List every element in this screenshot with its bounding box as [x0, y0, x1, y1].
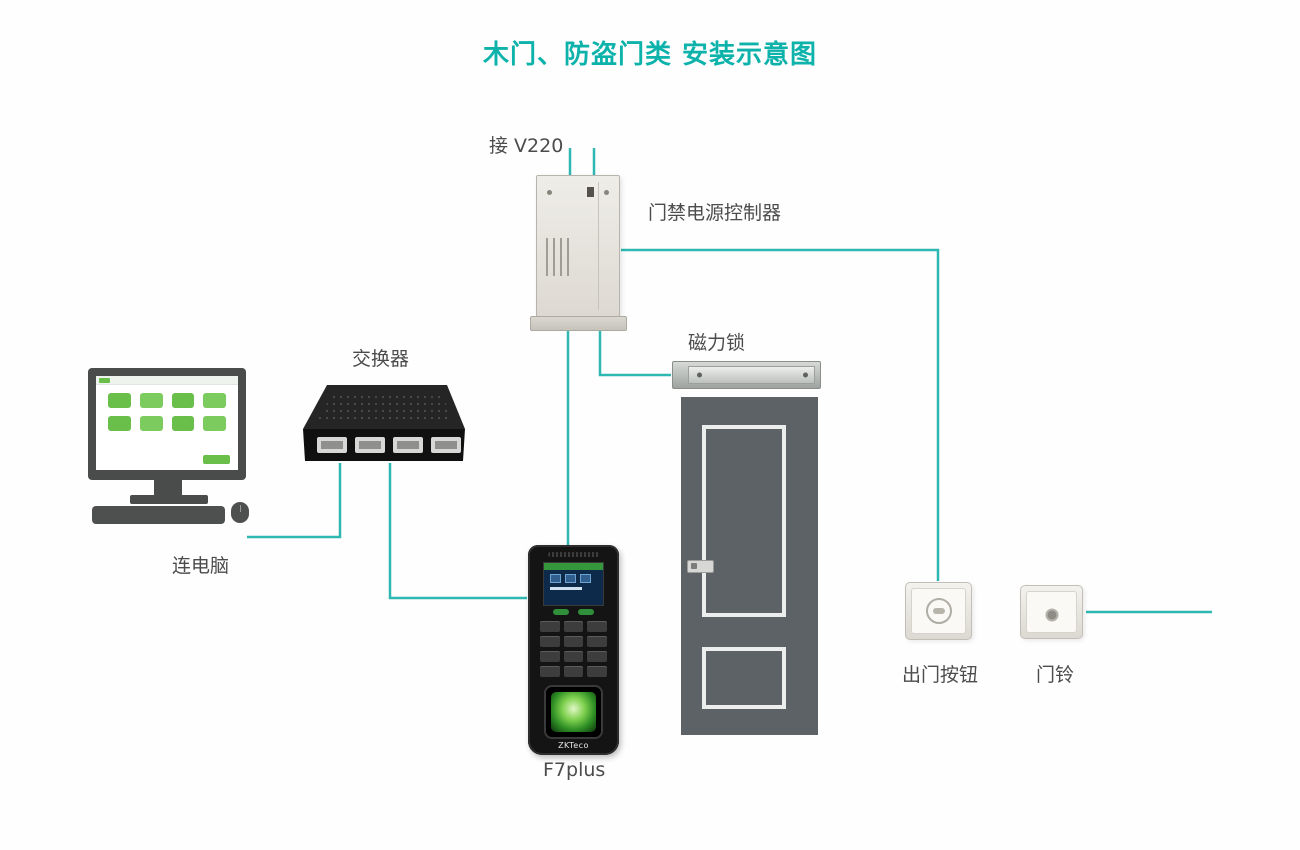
reader-keypad: [540, 621, 607, 677]
network-switch-device: [303, 385, 465, 461]
software-titlebar: [96, 376, 238, 385]
door-lower-panel: [702, 647, 786, 709]
wire-switch-to-reader: [388, 463, 527, 600]
switch-vent-dots-icon: [314, 391, 454, 424]
maglock-label: 磁力锁: [688, 332, 746, 354]
keypad-key: [587, 651, 607, 662]
app-icon: [203, 416, 226, 431]
door-upper-panel: [702, 425, 786, 617]
diagram-title: 木门、防盗门类 安装示意图: [482, 40, 818, 70]
fingerprint-scanner-icon: [544, 685, 603, 739]
software-button: [203, 455, 230, 464]
app-icon: [139, 393, 163, 408]
doorbell-label: 门铃: [1036, 664, 1075, 686]
reader-device: ZKTeco: [528, 545, 619, 755]
door: [681, 397, 818, 735]
app-icon: [171, 416, 195, 431]
keypad-key: [563, 636, 584, 647]
exit-button-push-icon: [932, 608, 945, 614]
software-screen: [96, 376, 238, 470]
function-key: [578, 609, 594, 615]
wire-computer-to-switch: [247, 463, 342, 539]
exit-button-circle-icon: [925, 598, 952, 624]
keypad-key: [540, 666, 560, 677]
doorbell-plate: [1026, 591, 1077, 633]
app-icon: [108, 416, 131, 431]
exit-button-label: 出门按钮: [902, 664, 979, 686]
app-icon: [171, 393, 195, 408]
keypad-key: [563, 651, 584, 662]
monitor-base: [130, 495, 208, 504]
reader-screen: [543, 562, 604, 606]
keypad-key: [563, 621, 584, 632]
mouse: [231, 502, 249, 523]
reader-screen-textline: [550, 587, 582, 590]
reader-screen-statusbar: [544, 563, 603, 570]
keypad-key: [587, 636, 607, 647]
keypad-key: [563, 666, 584, 677]
doorbell-button-icon: [1045, 608, 1058, 622]
keypad-key: [540, 636, 560, 647]
keypad-key: [587, 621, 607, 632]
reader-brand-logo: ZKTeco: [558, 741, 589, 750]
keypad-key: [540, 621, 560, 632]
computer-label: 连电脑: [172, 555, 230, 577]
keyboard: [92, 506, 225, 524]
exit-button-device: [905, 582, 972, 640]
keypad-key: [540, 651, 560, 662]
keypad-key: [587, 666, 607, 677]
app-icon: [203, 393, 226, 408]
wire-power-to-maglock: [598, 331, 671, 377]
power-controller-base: [530, 316, 627, 331]
screw-icon: [697, 372, 702, 378]
vent-slits-icon: [546, 238, 569, 276]
app-icon: [139, 416, 163, 431]
software-icon-grid: [96, 385, 238, 435]
maglock-armature-plate: [688, 366, 815, 384]
monitor: [88, 368, 246, 480]
power-controller-label: 门禁电源控制器: [648, 202, 782, 224]
reader-label: F7plus: [543, 759, 606, 781]
switch-label: 交换器: [352, 348, 410, 370]
maglock-device: [672, 361, 821, 389]
doorbell-device: [1020, 585, 1083, 639]
exit-button-plate: [911, 588, 966, 634]
screen-icon: [550, 574, 561, 583]
screw-icon: [604, 190, 609, 195]
screw-icon: [803, 372, 808, 378]
power-input-label: 接 V220: [489, 135, 564, 157]
fingerprint-scanner-glow: [551, 692, 596, 732]
computer-device: [88, 368, 260, 530]
power-controller-device: [530, 175, 627, 331]
screen-icon: [580, 574, 591, 583]
screw-icon: [547, 190, 552, 195]
panel-seam: [598, 182, 599, 310]
door-handle-icon: [687, 560, 714, 573]
terminal-mark-icon: [587, 187, 594, 197]
switch-ports: [317, 437, 461, 453]
reader-function-keys: [528, 609, 619, 615]
screen-icon: [565, 574, 576, 583]
speaker-grille-icon: [547, 552, 600, 557]
wire-power-to-exit-button: [621, 248, 940, 581]
function-key: [553, 609, 569, 615]
app-icon: [108, 393, 131, 408]
monitor-stand: [154, 480, 182, 495]
reader-screen-icons: [544, 570, 603, 583]
